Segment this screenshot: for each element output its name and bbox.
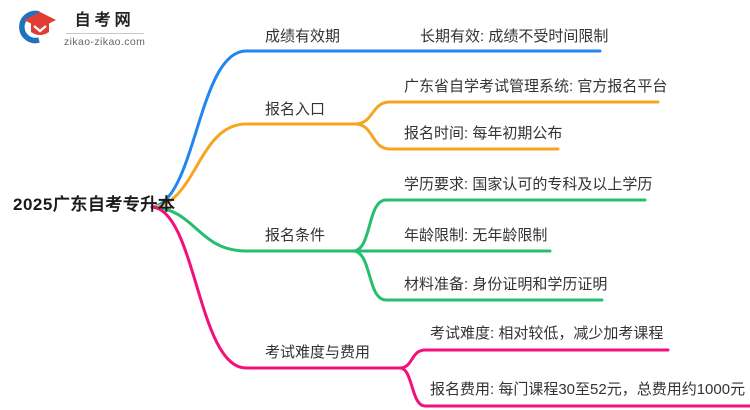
leaf-registration-conditions-1: 年龄限制: 无年龄限制 [404,227,548,244]
branch-line-scores-validity [150,49,602,209]
branch-label-registration-conditions: 报名条件 [265,227,326,244]
site-logo[interactable]: 自考网 zikao-zikao.com [14,8,145,51]
branch-line-difficulty-fees [150,205,402,370]
logo-site-url: zikao-zikao.com [64,36,146,48]
leaf-difficulty-fees-0: 考试难度: 相对较低，减少加考课程 [430,325,664,342]
branch-line-registration-entry [150,122,357,209]
edge-registration-conditions-child-2 [351,249,604,302]
leaf-registration-conditions-2: 材料准备: 身份证明和学历证明 [404,276,608,293]
leaf-registration-entry-1: 报名时间: 每年初期公布 [404,125,563,142]
leaf-difficulty-fees-1: 报名费用: 每门课程30至52元，总费用约1000元 [430,381,746,398]
graduation-cap-icon [14,8,58,51]
leaf-scores-validity-0: 长期有效: 成绩不受时间限制 [420,28,609,45]
edge-registration-entry-child-0 [353,100,660,126]
edge-difficulty-fees-child-0 [398,348,670,370]
branch-line-registration-conditions [150,205,355,253]
mindmap-root-node: 2025广东自考专升本 [13,195,176,214]
branch-label-scores-validity: 成绩有效期 [265,28,341,45]
edge-registration-entry-child-1 [353,122,560,151]
leaf-registration-conditions-0: 学历要求: 国家认可的专科及以上学历 [404,176,653,193]
logo-text-block: 自考网 zikao-zikao.com [64,11,145,48]
branch-label-difficulty-fees: 考试难度与费用 [265,344,371,361]
branch-label-registration-entry: 报名入口 [265,101,326,118]
logo-divider [65,33,144,34]
leaf-registration-entry-0: 广东省自学考试管理系统: 官方报名平台 [404,78,668,95]
edge-difficulty-fees-child-1 [398,366,750,408]
edge-registration-conditions-child-0 [351,198,647,253]
logo-site-name: 自考网 [74,12,135,29]
